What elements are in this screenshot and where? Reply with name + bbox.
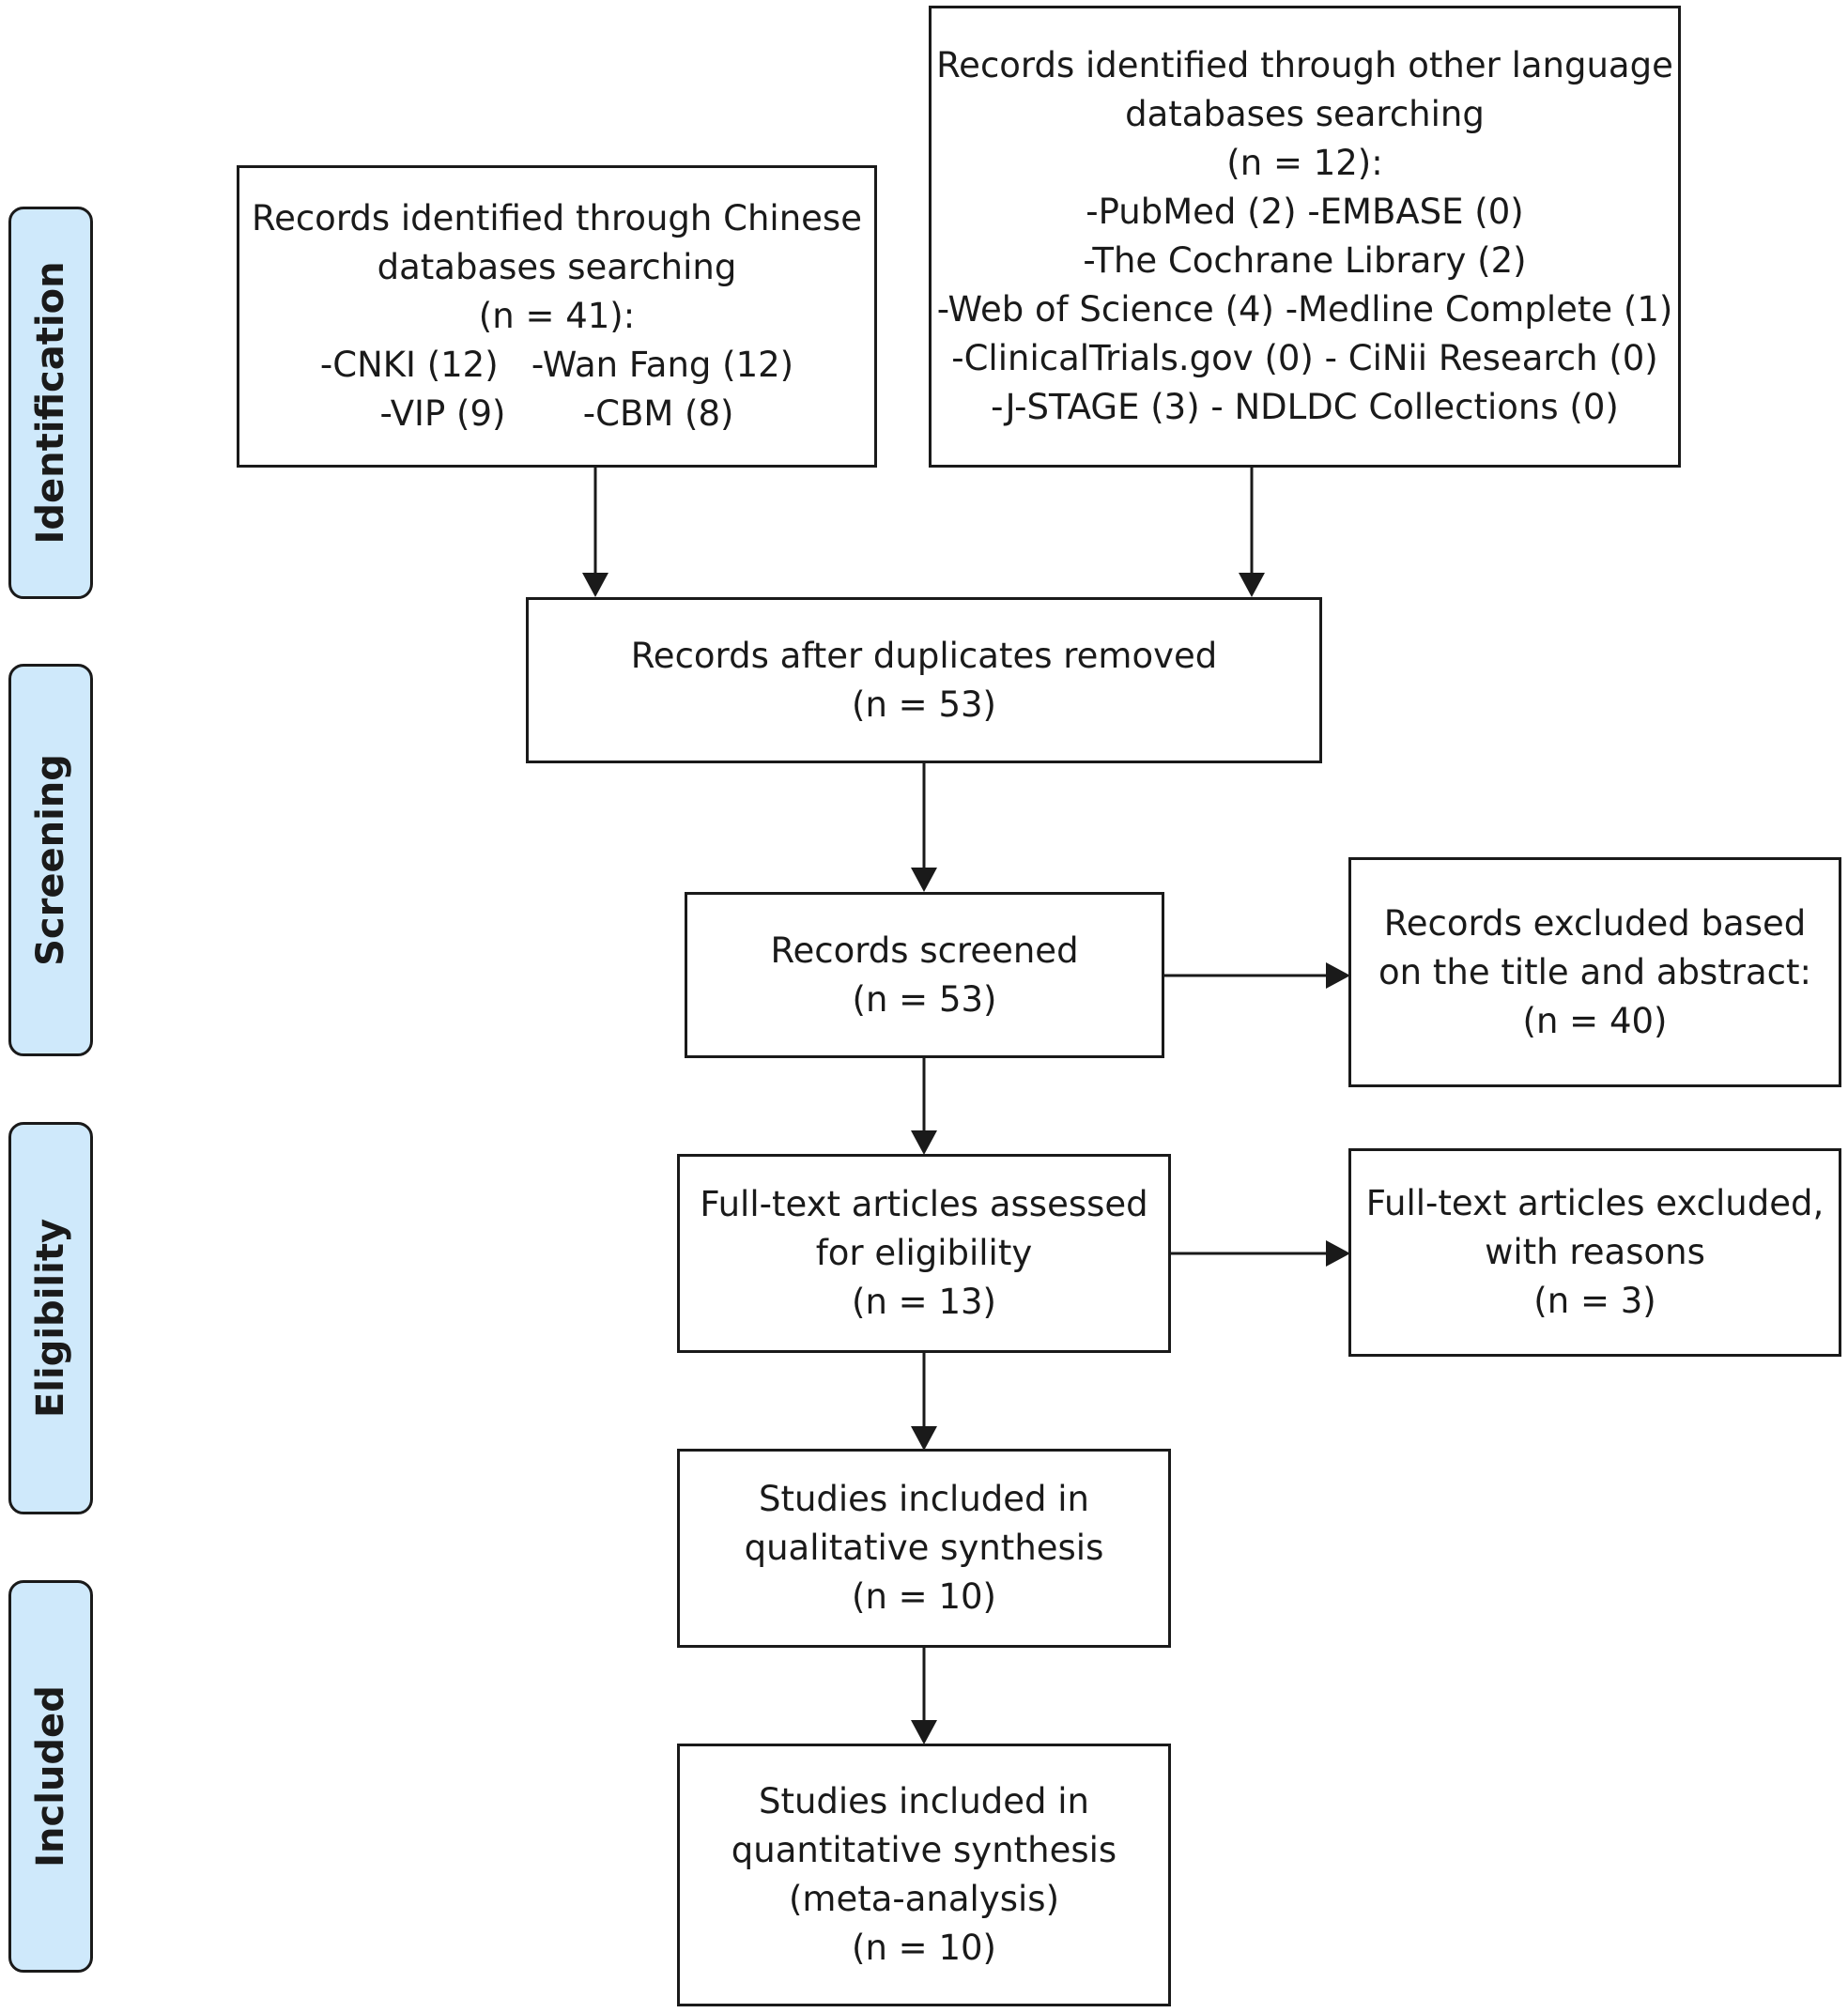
box-line: (n = 12): <box>1226 143 1383 183</box>
box-line: (meta-analysis) <box>788 1879 1059 1919</box>
box-line: Studies included in <box>758 1479 1090 1519</box>
box-line: for eligibility <box>815 1233 1033 1273</box>
box-line: databases searching <box>1125 94 1485 134</box>
box-line: -Web of Science (4) -Medline Complete (1… <box>936 289 1673 330</box>
box-line: (n = 10) <box>852 1928 996 1968</box>
box-line: with reasons <box>1485 1232 1705 1272</box>
box-quantitative-synthesis: Studies included in quantitative synthes… <box>677 1744 1171 2006</box>
box-line: (n = 13) <box>852 1282 996 1322</box>
box-line: (n = 10) <box>852 1576 996 1617</box>
box-line: -ClinicalTrials.gov (0) - CiNii Research… <box>951 338 1658 378</box>
box-line: Studies included in <box>758 1781 1090 1821</box>
box-line: (n = 3) <box>1533 1281 1656 1321</box>
box-line: Full-text articles excluded, <box>1365 1183 1825 1223</box>
stage-screening: Screening <box>8 664 93 1056</box>
box-line: (n = 53) <box>852 684 996 725</box>
box-records-excluded: Records excluded based on the title and … <box>1348 857 1841 1087</box>
box-line: on the title and abstract: <box>1378 951 1811 992</box>
box-line: quantitative synthesis <box>731 1830 1117 1870</box>
box-line: Records screened <box>770 930 1079 971</box>
box-fulltext-assessed: Full-text articles assessed for eligibil… <box>677 1154 1171 1353</box>
box-line: Records identified through other languag… <box>936 45 1673 85</box>
box-line: Records after duplicates removed <box>630 635 1218 676</box>
box-line: Full-text articles assessed <box>700 1184 1148 1224</box>
box-line: Records excluded based <box>1383 902 1807 944</box>
box-line: -CNKI (12) -Wan Fang (12) <box>319 345 794 385</box>
stage-included: Included <box>8 1580 93 1973</box>
box-line: qualitative synthesis <box>744 1528 1104 1568</box>
box-records-screened: Records screened (n = 53) <box>685 892 1164 1058</box>
box-qualitative-synthesis: Studies included in qualitative synthesi… <box>677 1449 1171 1648</box>
box-duplicates-removed: Records after duplicates removed (n = 53… <box>526 597 1322 763</box>
box-other-language-databases: Records identified through other languag… <box>929 6 1681 468</box>
box-line: -PubMed (2) -EMBASE (0) <box>1086 192 1524 232</box>
stage-identification: Identification <box>8 207 93 599</box>
box-line: -J-STAGE (3) - NDLDC Collections (0) <box>991 387 1619 427</box>
box-line: (n = 53) <box>852 978 997 1020</box>
box-chinese-databases: Records identified through Chinese datab… <box>237 165 877 468</box>
box-line: (n = 40) <box>1522 1000 1668 1041</box>
stage-eligibility: Eligibility <box>8 1122 93 1514</box>
box-line: -The Cochrane Library (2) <box>1083 240 1527 281</box>
box-line: databases searching <box>377 247 737 287</box>
box-line: (n = 41): <box>478 296 636 336</box>
box-line: -VIP (9) -CBM (8) <box>379 393 734 434</box>
box-line: Records identified through Chinese <box>252 198 862 238</box>
box-fulltext-excluded: Full-text articles excluded, with reason… <box>1348 1148 1841 1357</box>
